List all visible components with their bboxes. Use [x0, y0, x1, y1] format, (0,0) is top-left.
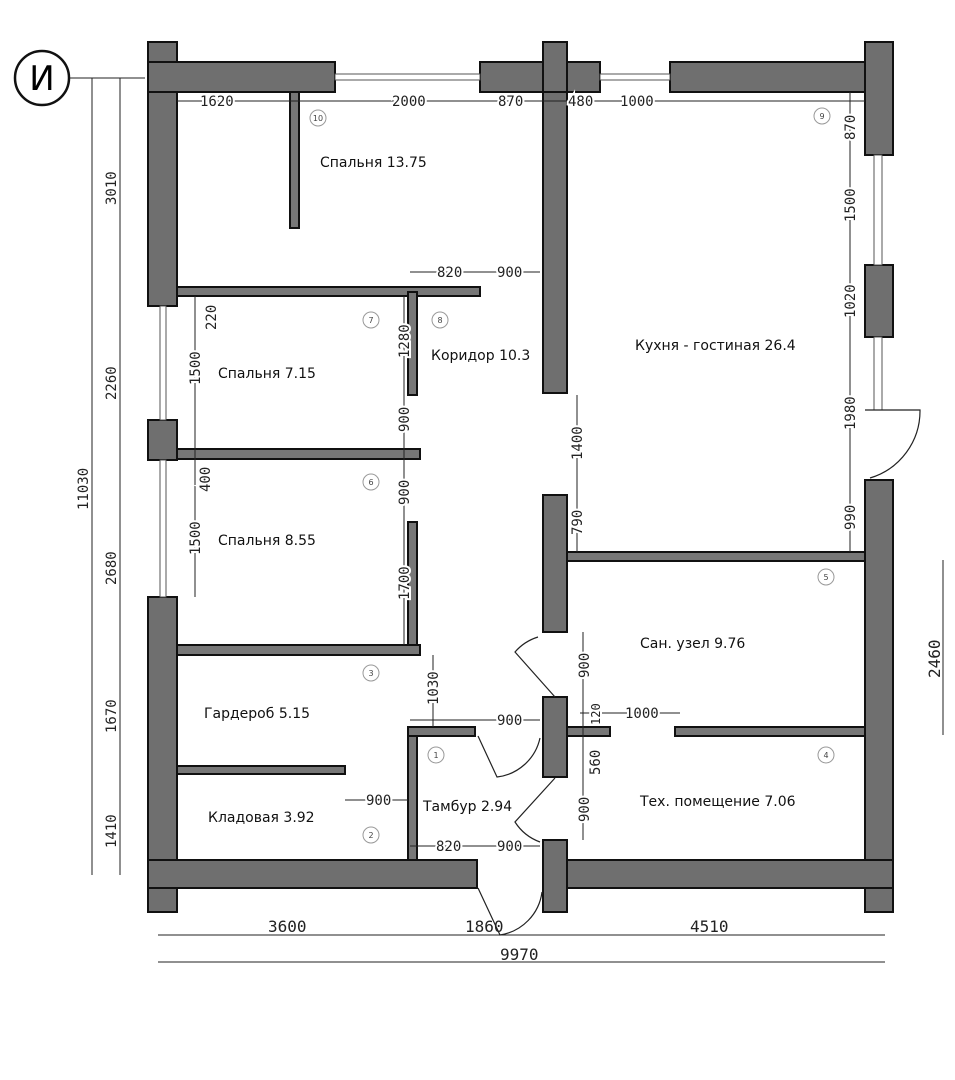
dim-900-g: 900 — [366, 793, 391, 809]
dim-bottom-3600: 3600 — [268, 917, 307, 936]
dim-900-a: 900 — [497, 265, 522, 281]
dim-right-1500: 1500 — [843, 188, 859, 222]
dim-left-2260: 2260 — [104, 366, 120, 400]
dim-bottom-4510: 4510 — [690, 917, 729, 936]
dim-bottom-total: 9970 — [500, 945, 539, 964]
dim-left-1410: 1410 — [104, 814, 120, 848]
axis-marker-label: И — [29, 59, 54, 99]
dim-1500-a: 1500 — [188, 351, 204, 385]
room-labels: Спальня 13.75 Кухня - гостиная 26.4 Спал… — [204, 155, 796, 826]
dim-top-480: 480 — [568, 94, 593, 110]
room-number: 9 — [819, 112, 824, 121]
room-label-vestibule: Тамбур 2.94 — [422, 799, 512, 815]
dim-900-e: 900 — [497, 713, 522, 729]
room-number: 5 — [823, 573, 828, 582]
dim-1000-b: 1000 — [625, 706, 659, 722]
dim-right-870: 870 — [843, 115, 859, 140]
axis-marker: И — [13, 49, 145, 107]
dimension-labels: 1620 2000 870 480 1000 870 1500 1020 198… — [74, 92, 946, 964]
dim-top-1000: 1000 — [620, 94, 654, 110]
room-label-bathroom: Сан. узел 9.76 — [640, 636, 745, 652]
dim-top-2000: 2000 — [392, 94, 426, 110]
dim-bottom-1860: 1860 — [465, 917, 504, 936]
room-label-tech-room: Тех. помещение 7.06 — [639, 794, 796, 810]
room-number: 4 — [823, 751, 828, 760]
dim-900-c: 900 — [397, 480, 413, 505]
room-number: 6 — [368, 478, 373, 487]
dim-left-1670: 1670 — [104, 699, 120, 733]
dim-left-3010: 3010 — [104, 171, 120, 205]
dim-900-h: 900 — [497, 839, 522, 855]
dim-1280: 1280 — [397, 324, 413, 358]
dim-220: 220 — [204, 305, 220, 330]
dim-820-a: 820 — [437, 265, 462, 281]
room-number: 8 — [437, 316, 442, 325]
dim-top-1620: 1620 — [200, 94, 234, 110]
dim-right-1980: 1980 — [843, 396, 859, 430]
room-number: 2 — [368, 831, 373, 840]
room-label-storage: Кладовая 3.92 — [208, 810, 315, 826]
dimension-lines — [91, 78, 944, 963]
windows — [159, 73, 883, 598]
room-numbers: 10 9 7 8 6 5 3 4 2 1 — [309, 107, 835, 844]
dim-1030: 1030 — [426, 671, 442, 705]
room-number: 3 — [368, 669, 373, 678]
dim-900-d: 900 — [577, 653, 593, 678]
dim-right-1020: 1020 — [843, 284, 859, 318]
room-number: 1 — [433, 751, 438, 760]
dim-1700: 1700 — [397, 566, 413, 600]
dim-560: 560 — [588, 750, 604, 775]
dim-right-2460: 2460 — [925, 639, 944, 678]
exterior-walls — [147, 41, 894, 913]
dim-820-b: 820 — [436, 839, 461, 855]
dim-top-870: 870 — [498, 94, 523, 110]
room-number: 7 — [368, 316, 373, 325]
dim-left-2680: 2680 — [104, 551, 120, 585]
dim-1400: 1400 — [570, 426, 586, 460]
dim-1500-b: 1500 — [188, 521, 204, 555]
dim-900-f: 900 — [577, 797, 593, 822]
dim-right-990: 990 — [843, 505, 859, 530]
dim-900-b: 900 — [397, 407, 413, 432]
dim-400: 400 — [198, 467, 214, 492]
interior-walls — [176, 91, 866, 861]
room-label-wardrobe: Гардероб 5.15 — [204, 706, 310, 722]
room-number: 10 — [313, 114, 323, 123]
room-label-bedroom-6: Спальня 8.55 — [218, 533, 316, 549]
room-label-corridor: Коридор 10.3 — [431, 348, 530, 364]
room-label-kitchen-living: Кухня - гостиная 26.4 — [635, 338, 796, 354]
dim-790: 790 — [570, 510, 586, 535]
room-label-bedroom-10: Спальня 13.75 — [320, 155, 427, 171]
room-label-bedroom-7: Спальня 7.15 — [218, 366, 316, 382]
dim-left-total: 11030 — [76, 468, 92, 510]
dim-120: 120 — [589, 703, 603, 725]
